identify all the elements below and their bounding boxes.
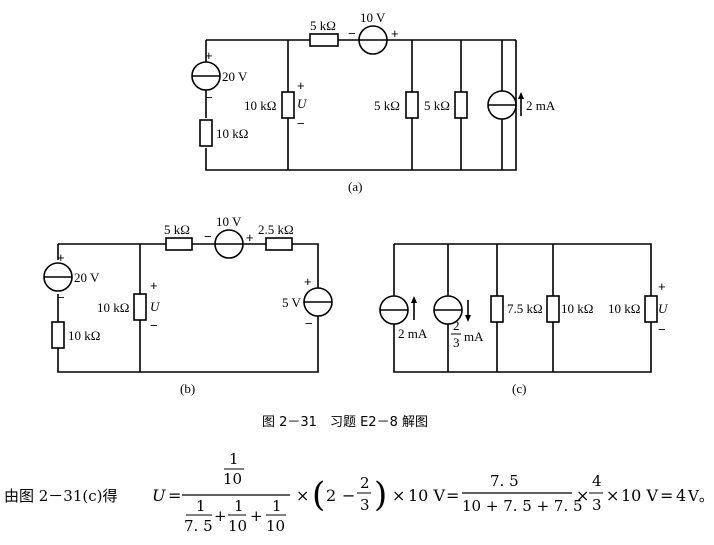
label-u: U — [658, 301, 669, 316]
plus-sign: + — [246, 230, 254, 245]
label-vs-left: 20 V — [222, 69, 248, 84]
eq-denom: 10 + 7. 5 + 7. 5 — [462, 497, 583, 515]
paren-right: ) — [374, 475, 387, 515]
eq-ten-c: 10 — [266, 517, 285, 535]
resistor-top-5k — [165, 237, 193, 251]
solution-equation: 由图 2－31(c)得 U = 1 10 1 7. 5 + 1 10 + 1 1… — [4, 450, 714, 535]
label-r-top1: 5 kΩ — [164, 222, 190, 237]
circuit-a: 5 kΩ 10 V − + + 20 V − 10 kΩ 10 kΩ + U −… — [191, 10, 556, 194]
label-u: U — [150, 299, 161, 314]
eq-one-b: 1 — [234, 497, 244, 515]
times-3: × — [576, 486, 589, 505]
equals-sign: = — [446, 486, 459, 505]
eq-seven-five: 7. 5 — [184, 517, 213, 535]
eq-u: U — [152, 486, 166, 505]
times-1: × — [296, 486, 309, 505]
circuit-c: 2 mA 2 3 mA 7.5 kΩ 10 kΩ 10 kΩ + U − (c) — [379, 243, 669, 396]
label-vs-left: 20 V — [74, 270, 100, 285]
times-2: × — [392, 486, 405, 505]
plus-sign: + — [150, 278, 158, 293]
minus-sign: − — [348, 26, 356, 41]
minus-sign: − — [305, 316, 313, 331]
times-4: × — [606, 486, 619, 505]
label-is1: 2 mA — [398, 326, 428, 341]
minus-sign: − — [57, 290, 65, 305]
equals-sign: = — [168, 486, 181, 505]
minus-sign: − — [205, 90, 213, 105]
resistor-5k-2 — [454, 91, 468, 119]
caption-c: (c) — [512, 381, 526, 396]
figure-caption: 图 2－31 习题 E2－8 解图 — [262, 415, 428, 430]
plus-sign: + — [304, 274, 312, 289]
resistor-10k-1 — [546, 295, 560, 323]
equals-sign: = — [660, 486, 673, 505]
label-r-top: 5 kΩ — [310, 18, 336, 33]
arrow-up-icon — [518, 92, 524, 99]
eq-four: 4 — [592, 472, 602, 490]
arrow-up-icon — [411, 296, 417, 303]
eq-one-c: 1 — [272, 497, 282, 515]
label-is2-den: 3 — [453, 335, 460, 350]
paren-left: ( — [312, 475, 325, 515]
label-is: 2 mA — [526, 98, 556, 113]
eq-result-unit: V。 — [687, 487, 714, 505]
resistor-mid-10k — [281, 91, 295, 119]
resistor-top-5k — [309, 33, 339, 47]
minus-sign: − — [204, 229, 212, 244]
resistor-left-10k — [199, 119, 213, 147]
eq-seven-five-b: 7. 5 — [490, 472, 519, 490]
label-vs-top: 10 V — [216, 214, 242, 229]
label-r-top2: 2.5 kΩ — [258, 222, 294, 237]
circuit-b: 5 kΩ 10 V − + 2.5 kΩ + 20 V − 10 kΩ 10 k… — [43, 214, 333, 396]
label-r-left: 10 kΩ — [216, 126, 248, 141]
resistor-10k-2 — [644, 295, 658, 323]
eq-three: 3 — [360, 496, 370, 514]
label-r1: 7.5 kΩ — [507, 301, 543, 316]
eq-ten-b: 10 — [228, 517, 247, 535]
caption-b: (b) — [180, 381, 195, 396]
resistor-top-2-5k — [265, 237, 293, 251]
plus-sign: + — [391, 26, 399, 41]
minus-op: − — [342, 486, 355, 505]
label-is2-unit: mA — [464, 329, 484, 344]
label-r-5b: 5 kΩ — [424, 98, 450, 113]
label-u: U — [297, 96, 308, 111]
caption-a: (a) — [348, 179, 362, 194]
resistor-5k-1 — [405, 91, 419, 119]
label-r3: 10 kΩ — [608, 301, 640, 316]
eq-two: 2 — [326, 486, 336, 505]
resistor-left-10k — [51, 321, 65, 349]
minus-sign: − — [658, 322, 666, 337]
arrow-down-icon — [465, 315, 471, 322]
eq-ten-v2: 10 V — [621, 486, 658, 505]
eq-three-b: 3 — [592, 496, 602, 514]
label-vs-right: 5 V — [282, 295, 302, 310]
plus-op: + — [214, 507, 227, 525]
plus-sign: + — [658, 279, 666, 294]
minus-sign: − — [150, 318, 158, 333]
eq-one-a: 1 — [196, 497, 206, 515]
label-is2-num: 2 — [453, 318, 460, 333]
eq-ten-v: 10 V — [408, 486, 445, 505]
resistor-mid-10k — [133, 293, 147, 321]
label-r-mid: 10 kΩ — [244, 98, 276, 113]
plus-sign: + — [57, 250, 65, 265]
plus-sign: + — [205, 48, 213, 63]
solution-lead: 由图 2－31(c)得 — [4, 487, 118, 505]
label-r-mid: 10 kΩ — [97, 300, 129, 315]
label-r2: 10 kΩ — [561, 301, 593, 316]
eq-ten: 10 — [223, 470, 242, 488]
minus-sign: − — [297, 116, 305, 131]
label-vs-top: 10 V — [360, 10, 386, 25]
label-r-5a: 5 kΩ — [374, 98, 400, 113]
eq-four-v: 4 — [676, 486, 686, 505]
label-r-left: 10 kΩ — [68, 328, 100, 343]
eq-two-num: 2 — [360, 474, 370, 492]
plus-op: + — [250, 507, 263, 525]
plus-sign: + — [297, 78, 305, 93]
resistor-7-5k — [490, 295, 504, 323]
eq-one: 1 — [229, 450, 239, 468]
